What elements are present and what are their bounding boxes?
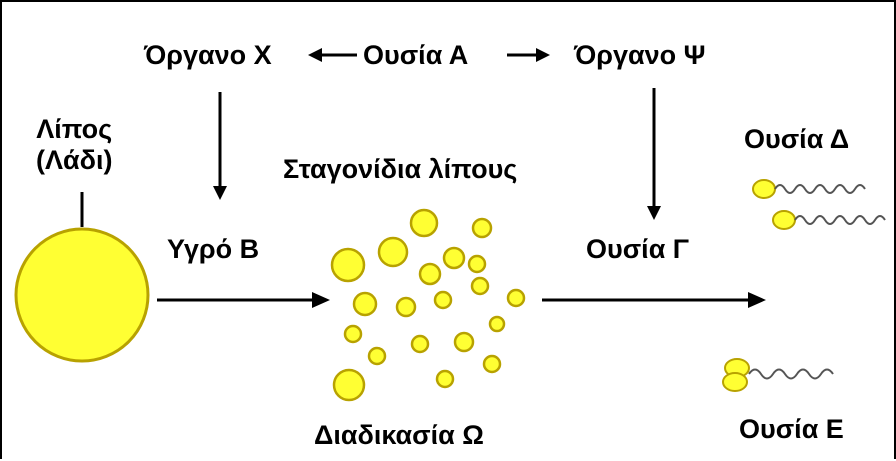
substance-e-molecule	[722, 358, 834, 392]
fat-droplet	[506, 288, 526, 308]
fat-droplets-label: Σταγονίδια λίπους	[283, 154, 518, 184]
fat-droplet	[482, 354, 502, 374]
fat-droplet	[453, 331, 475, 353]
fat-droplet	[435, 369, 455, 389]
substance-e-label: Ουσία Ε	[739, 414, 844, 444]
fat-droplet	[332, 368, 366, 402]
fat-droplets-cluster	[330, 208, 526, 402]
fat-droplet	[488, 315, 506, 333]
fat-oil-drop	[14, 227, 150, 363]
arrow-fat-to-droplets	[157, 292, 330, 308]
fat-droplet	[410, 334, 430, 354]
fatty-acid-molecule	[752, 179, 866, 199]
fat-oil-label: Λίπος (Λάδι)	[36, 114, 112, 176]
substance-a-label: Ουσία Α	[363, 40, 469, 70]
substance-gamma-label: Ουσία Γ	[586, 234, 690, 264]
arrow-organ-x-to-liquid-b	[213, 92, 227, 200]
organ-psi-label: Όργανο Ψ	[574, 40, 706, 70]
fat-droplet	[343, 324, 363, 344]
fat-droplet	[470, 276, 490, 296]
fat-droplet	[377, 236, 409, 268]
fatty-acid-molecule	[772, 210, 886, 230]
arrow-droplets-to-products	[542, 292, 766, 308]
liquid-b-label: Υγρό Β	[167, 234, 260, 264]
fat-droplet	[433, 290, 453, 310]
fat-droplet	[418, 262, 442, 286]
process-omega-label: Διαδικασία Ω	[314, 420, 484, 450]
fat-label-line2: (Λάδι)	[36, 145, 113, 176]
fat-droplet	[471, 217, 493, 239]
fat-droplet	[395, 296, 417, 318]
fat-droplet	[352, 291, 378, 317]
arrow-substance-a-to-organ-x	[308, 48, 357, 62]
arrow-organ-psi-to-substance-gamma	[647, 88, 661, 220]
fat-droplet	[367, 346, 387, 366]
fat-label-line1: Λίπος	[36, 114, 113, 144]
substance-delta-label: Ουσία Δ	[744, 124, 850, 154]
fat-droplet	[467, 254, 487, 274]
fat-droplet	[442, 246, 466, 270]
arrow-substance-a-to-organ-psi	[507, 48, 550, 62]
fat-droplet	[409, 208, 439, 238]
organ-x-label: Όργανο Χ	[144, 40, 272, 70]
fat-droplet	[330, 247, 366, 283]
substance-delta-molecules	[752, 179, 886, 230]
